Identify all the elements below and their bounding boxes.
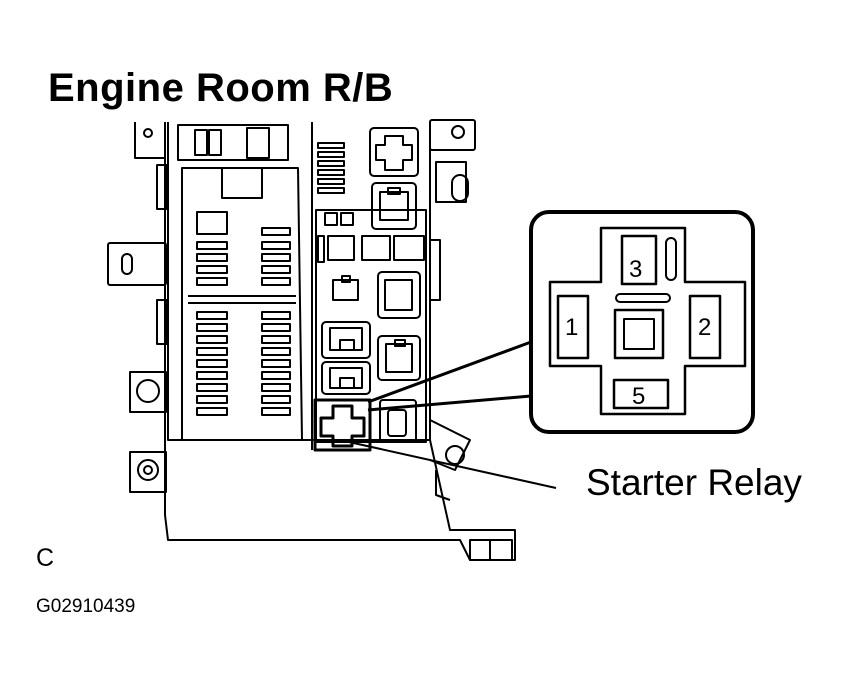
relay-block-housing bbox=[107, 119, 516, 561]
relay-inset bbox=[529, 210, 755, 434]
fuse-column-left bbox=[196, 241, 228, 416]
view-label: C bbox=[36, 544, 55, 572]
pin-label-5: 5 bbox=[632, 383, 645, 410]
pin-label-2: 2 bbox=[698, 314, 711, 341]
pin-label-3: 3 bbox=[629, 256, 642, 283]
starter-relay-label: Starter Relay bbox=[586, 462, 802, 503]
relay-section bbox=[311, 122, 427, 450]
zoom-callout-lines bbox=[367, 340, 532, 412]
diagram-title: Engine Room R/B bbox=[48, 66, 394, 110]
fuse-panel bbox=[177, 124, 303, 441]
figure-code: G02910439 bbox=[36, 596, 136, 617]
fuse-column-right bbox=[261, 227, 291, 416]
pin-label-1: 1 bbox=[565, 314, 578, 341]
starter-relay-leader-line bbox=[339, 439, 557, 489]
starter-relay-socket bbox=[313, 398, 372, 452]
